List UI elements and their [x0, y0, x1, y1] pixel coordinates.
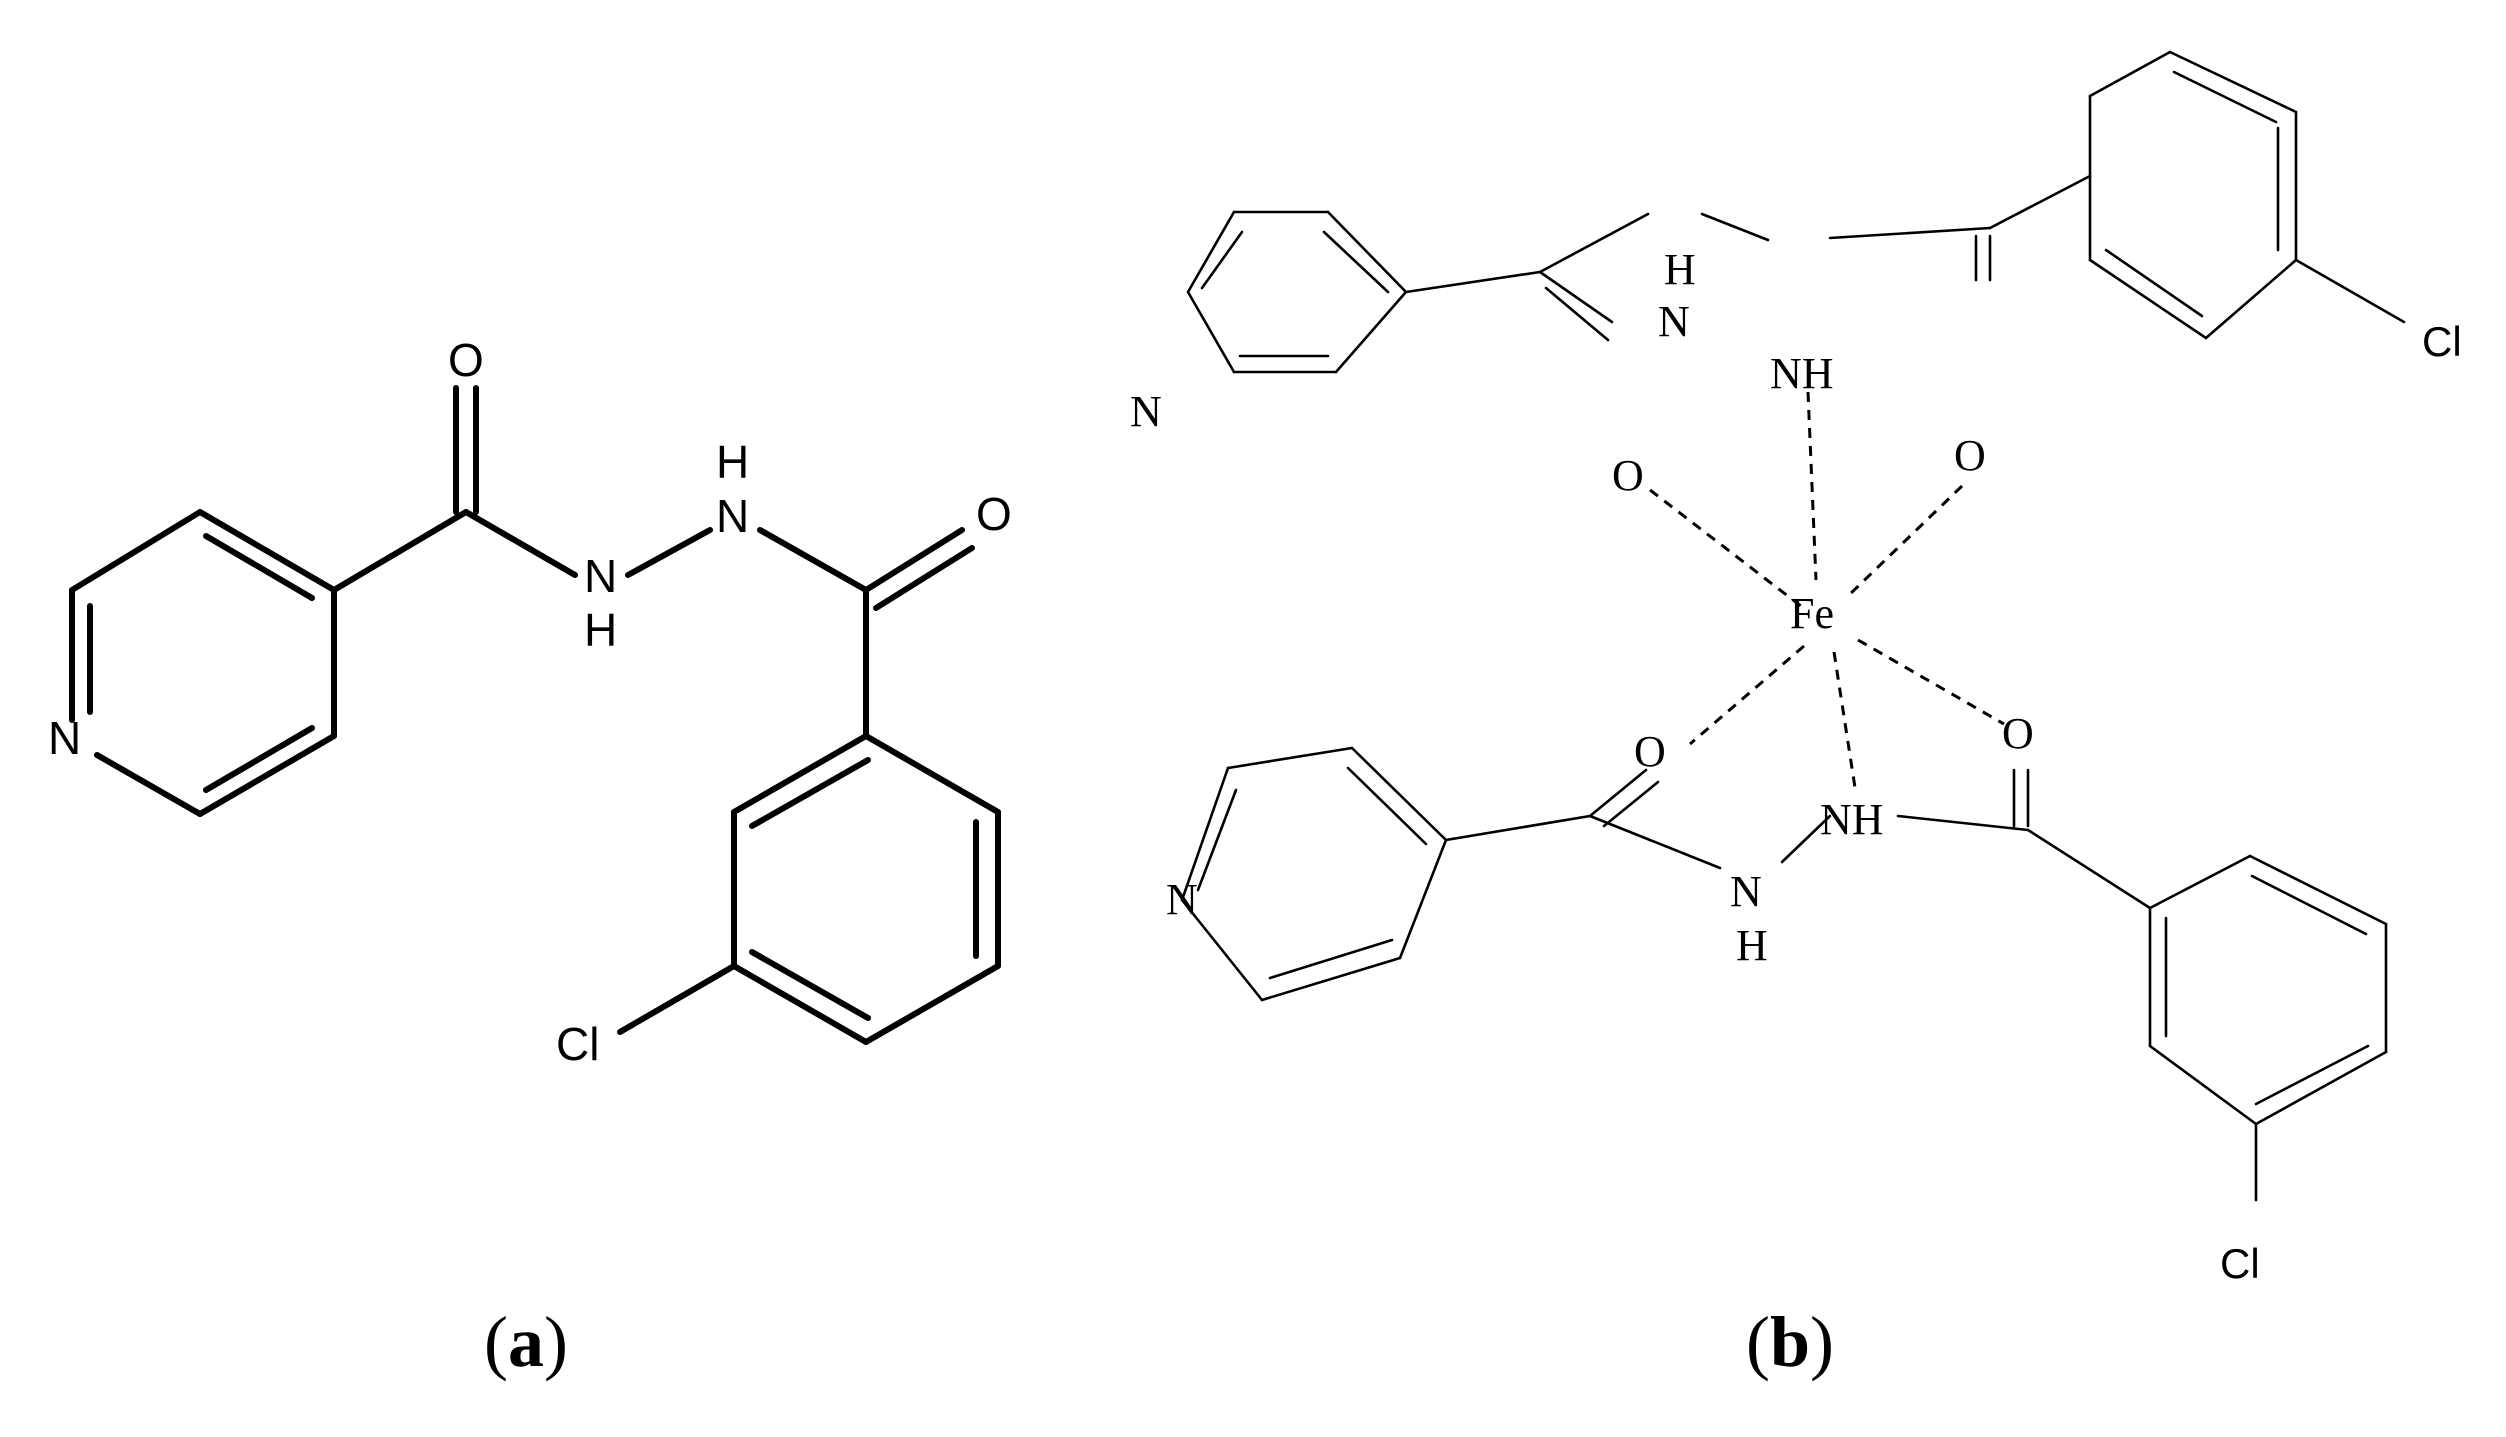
atom-label-n-pyridine: N: [48, 712, 81, 764]
caption-a-letter: a: [508, 1302, 544, 1382]
atom-label-nh-bottom-n: N: [1730, 867, 1762, 916]
atom-label-n-py-top: N: [1130, 387, 1162, 436]
atom-label-o-top-right: O: [1954, 431, 1986, 480]
atom-label-o-left: O: [448, 334, 484, 386]
atom-label-nh-top-n: N: [1658, 297, 1690, 346]
atom-label-cl-bottom: Cl: [2220, 1240, 2260, 1287]
panel-a-caption: (a): [484, 1302, 568, 1382]
atom-label-nh-bottom-h: H: [1736, 921, 1768, 970]
caption-a-open-paren: (: [484, 1302, 508, 1382]
caption-b-close-paren: ): [1810, 1302, 1834, 1382]
atom-label-n-py-bottom: N: [1166, 875, 1198, 924]
panel-b-atom-labels: N H N NH O O Cl Fe O O N NH N H Cl: [1130, 245, 2462, 1287]
atom-label-nh-bottom-right: NH: [1820, 795, 1884, 844]
svg-text:(a): (a): [484, 1302, 568, 1382]
atom-label-fe-metal: Fe: [1790, 589, 1834, 638]
svg-text:(b): (b): [1746, 1302, 1834, 1382]
panel-b-coordination-bonds: [1649, 391, 2005, 795]
atom-label-nh-top-h: H: [1664, 245, 1696, 294]
atom-label-cl: Cl: [556, 1018, 599, 1070]
atom-label-nh-right-h: H: [716, 436, 749, 488]
atom-label-o-bottom-right: O: [2002, 709, 2034, 758]
atom-label-nh-left-n: N: [584, 550, 617, 602]
atom-label-nh-right-n: N: [716, 490, 749, 542]
panel-b-bonds: [1180, 50, 2406, 1202]
panel-a-atom-labels: N O N H H N O Cl: [48, 334, 1012, 1070]
atom-label-cl-top: Cl: [2422, 318, 2462, 365]
atom-label-o-bottom-left: O: [1634, 727, 1666, 776]
atom-label-o-right: O: [976, 488, 1012, 540]
atom-label-nh-top-right: NH: [1770, 349, 1834, 398]
atom-label-o-top-left: O: [1612, 451, 1644, 500]
panel-a-ligand-structure: N O N H H N O Cl (a): [48, 334, 1012, 1382]
caption-a-close-paren: ): [544, 1302, 568, 1382]
panel-b-fe-complex-structure: N H N NH O O Cl Fe O O N NH N H Cl (b): [1130, 50, 2462, 1382]
caption-b-letter: b: [1770, 1302, 1810, 1382]
caption-b-open-paren: (: [1746, 1302, 1770, 1382]
panel-a-bonds: [69, 385, 1001, 1045]
atom-label-nh-left-h: H: [584, 604, 617, 656]
panel-b-caption: (b): [1746, 1302, 1834, 1382]
